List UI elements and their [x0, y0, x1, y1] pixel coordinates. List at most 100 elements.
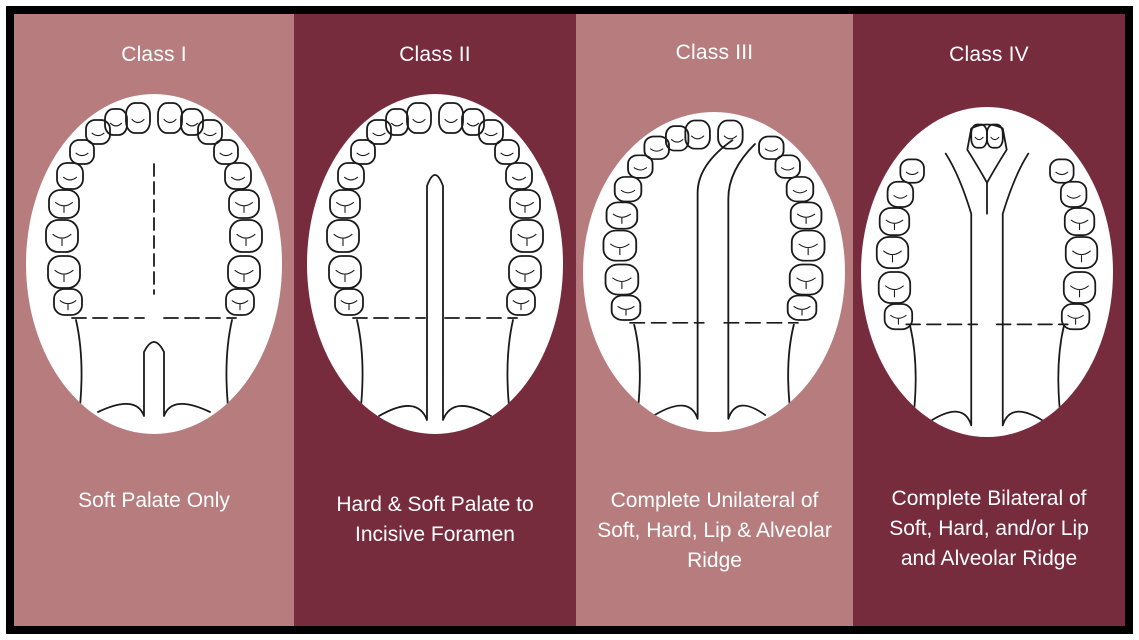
soft-palate-cleft: [98, 342, 210, 416]
tooth-groove: [336, 270, 354, 281]
tooth-groove: [53, 234, 71, 245]
tooth-groove: [613, 278, 631, 289]
tooth-groove: [797, 278, 815, 289]
tooth-groove: [798, 214, 815, 223]
class-3-description: Complete Unilateral of Soft, Hard, Lip &…: [594, 486, 835, 576]
tooth: [615, 177, 642, 201]
class-4-description: Complete Bilateral of Soft, Hard, and/or…: [869, 484, 1109, 574]
palate-right-wall: [1058, 326, 1063, 427]
tooth-groove: [392, 123, 403, 126]
tooth-groove: [64, 177, 77, 180]
tooth: [229, 190, 259, 218]
tooth-groove: [906, 172, 918, 174]
tooth-groove: [468, 123, 479, 126]
tooth-groove: [991, 137, 999, 139]
tooth-groove: [373, 133, 385, 135]
class-4-palate-illustration: [861, 107, 1113, 437]
hard-and-soft-palate-cleft: [379, 175, 491, 420]
tooth-groove: [516, 270, 534, 281]
tooth-groove: [793, 190, 806, 192]
tooth: [327, 220, 359, 252]
tooth: [879, 272, 911, 303]
tooth-groove: [76, 153, 88, 155]
tooth: [888, 182, 914, 207]
palate-left-wall: [910, 326, 915, 427]
tooth-groove: [341, 301, 357, 310]
class-3-title: Class III: [576, 41, 853, 65]
tooth-groove: [1071, 220, 1088, 230]
panel-class-2: Class II Hard & Soft Palate to Incisive …: [294, 14, 576, 626]
palate-cleft-class-1-icon: [26, 94, 282, 434]
class-1-description: Soft Palate Only: [18, 486, 290, 516]
tooth: [885, 304, 913, 329]
tooth: [792, 231, 825, 261]
tooth: [507, 289, 535, 315]
tooth-groove: [765, 149, 777, 151]
tooth: [1061, 182, 1087, 207]
tooth-groove: [518, 234, 536, 245]
tooth: [181, 109, 203, 135]
tooth-groove: [56, 203, 73, 213]
tooth-groove: [672, 140, 683, 142]
tooth: [57, 163, 83, 189]
tooth-groove: [975, 137, 983, 139]
tooth-groove: [345, 177, 358, 180]
tooth: [230, 220, 262, 252]
tooth: [407, 103, 431, 133]
tooth: [880, 208, 910, 235]
tooth-groove: [724, 136, 736, 139]
tooth-groove: [357, 153, 369, 155]
tooth: [510, 190, 540, 218]
cleft-classification-panels: Class I Soft Palate Only Class II Hard &…: [14, 14, 1125, 626]
panel-class-1: Class I Soft Palate Only: [14, 14, 294, 626]
tooth: [877, 237, 909, 268]
palate-left-wall: [76, 320, 82, 424]
tooth-groove: [891, 315, 906, 324]
tooth-groove: [894, 196, 907, 199]
tooth: [54, 289, 82, 315]
tooth-groove: [445, 120, 457, 123]
panel-class-4: Class IV Complete Bilateral of Soft, Har…: [853, 14, 1125, 626]
tooth: [330, 190, 360, 218]
tooth-groove: [886, 286, 904, 297]
tooth-groove: [1071, 286, 1089, 297]
bilateral-cleft-left-edge: [930, 154, 971, 426]
tooth: [1062, 304, 1090, 329]
palate-left-wall: [357, 320, 363, 424]
tooth: [506, 163, 532, 189]
tooth-groove: [782, 168, 794, 170]
tooth: [606, 264, 639, 294]
tooth-groove: [337, 203, 354, 213]
tooth-groove: [55, 270, 73, 281]
tooth-groove: [187, 123, 198, 126]
tooth: [226, 289, 254, 315]
tooth: [105, 109, 127, 135]
tooth: [46, 220, 78, 252]
class-4-title: Class IV: [853, 43, 1125, 67]
tooth-groove: [886, 220, 903, 230]
tooth: [49, 190, 79, 218]
tooth: [509, 256, 541, 288]
tooth-groove: [611, 244, 629, 255]
tooth: [228, 256, 260, 288]
tooth: [126, 103, 150, 133]
tooth-groove: [618, 307, 634, 316]
tooth-groove: [651, 149, 663, 151]
tooth-groove: [634, 168, 646, 170]
tooth: [791, 202, 822, 228]
tooth: [790, 264, 823, 294]
tooth-groove: [132, 120, 144, 123]
tooth: [158, 103, 182, 133]
tooth-groove: [1068, 315, 1083, 324]
tooth: [718, 120, 743, 148]
tooth: [1050, 159, 1074, 182]
tooth-groove: [501, 153, 513, 155]
class-1-palate-illustration: [26, 94, 282, 434]
tooth-groove: [1056, 172, 1068, 174]
palate-right-wall: [507, 320, 513, 424]
tooth-groove: [621, 190, 634, 192]
tooth-groove: [691, 136, 703, 139]
tooth-groove: [513, 301, 529, 310]
tooth-groove: [236, 203, 253, 213]
tooth: [1065, 208, 1095, 235]
